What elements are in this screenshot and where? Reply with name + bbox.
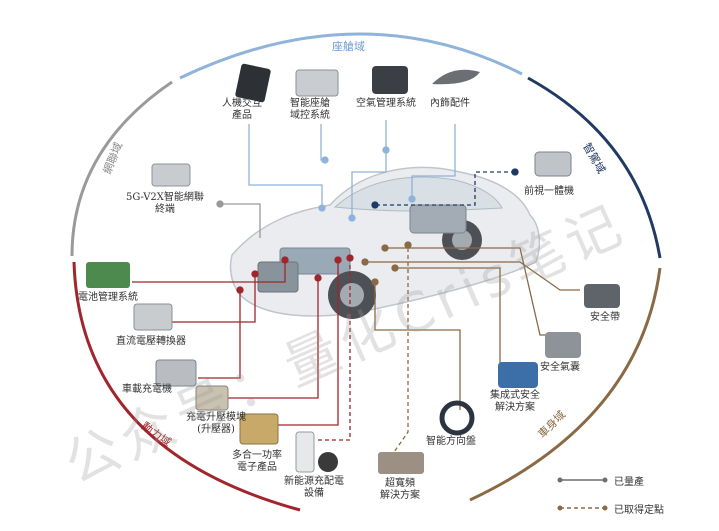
obc-label: 車載充電機 [122,384,172,395]
hvac-device [372,66,408,94]
obc-device [155,359,197,387]
seatbelt-device [584,284,620,308]
connectivity-domain-arc [70,80,173,257]
product-thumbnails [86,63,620,474]
smart-drive-domain-arc [527,76,662,259]
airbag-label: 安全氣囊 [540,362,580,373]
interior-label: 內飾配件 [430,98,470,109]
dcdc-device [133,303,173,331]
steering-device [439,400,475,436]
all-in-one-label: 多合一功率 電子產品 [232,450,282,473]
bms-device [86,262,130,288]
airbag-device [545,332,581,358]
steering-label: 智能方向盤 [426,436,476,447]
smart-drive-leader [371,168,519,209]
car-illustration [229,166,541,319]
hmi-device [235,63,271,103]
cockpit-controller-label: 智能座艙 域控系統 [290,98,330,121]
wide-bw-device [378,452,424,474]
telematics-device [151,163,191,187]
cockpit-domain-label: 座艙域 [332,40,365,53]
dcdc-label: 直流電壓轉換器 [116,336,186,347]
hmi-label: 人機交互 產品 [222,98,262,121]
charger-label: 新能源充配電 設備 [284,476,344,499]
interior-device [432,69,480,85]
integrated-safety-device [498,362,538,388]
front-view-device [534,151,572,177]
hvac-label: 空氣管理系統 [356,98,416,109]
power-domain-arc [72,261,301,512]
charger-device [295,431,315,473]
legend-mass-production-text: 已量產 [614,477,644,488]
boost-label: 充電升壓模塊 (升壓器) [186,412,246,435]
seatbelt-label: 安全帶 [590,312,620,323]
front-view-label: 前視一體機 [524,186,574,197]
integrated-safety-label: 集成式安全 解決方案 [490,390,540,413]
boost-device [195,385,229,411]
body-domain-arc [469,267,662,502]
legend [557,477,608,511]
cockpit-controller-device [295,69,339,97]
legend-designated-text: 已取得定點 [614,505,664,516]
telematics-label: 5G-V2X智能網聯 終端 [126,192,204,215]
wide-bw-label: 超寬頻 解決方案 [380,478,420,501]
cockpit-domain-arc [179,32,523,80]
all-in-one-device [239,413,279,445]
bms-label: 電池管理系統 [78,292,138,303]
